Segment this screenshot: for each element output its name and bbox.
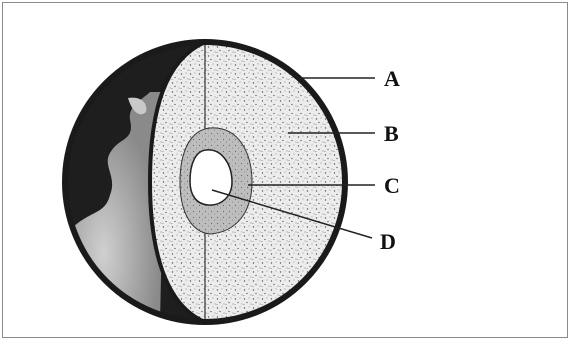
label-c: C [384,173,400,198]
label-d: D [380,229,396,254]
label-b: B [384,121,399,146]
label-a: A [384,66,400,91]
